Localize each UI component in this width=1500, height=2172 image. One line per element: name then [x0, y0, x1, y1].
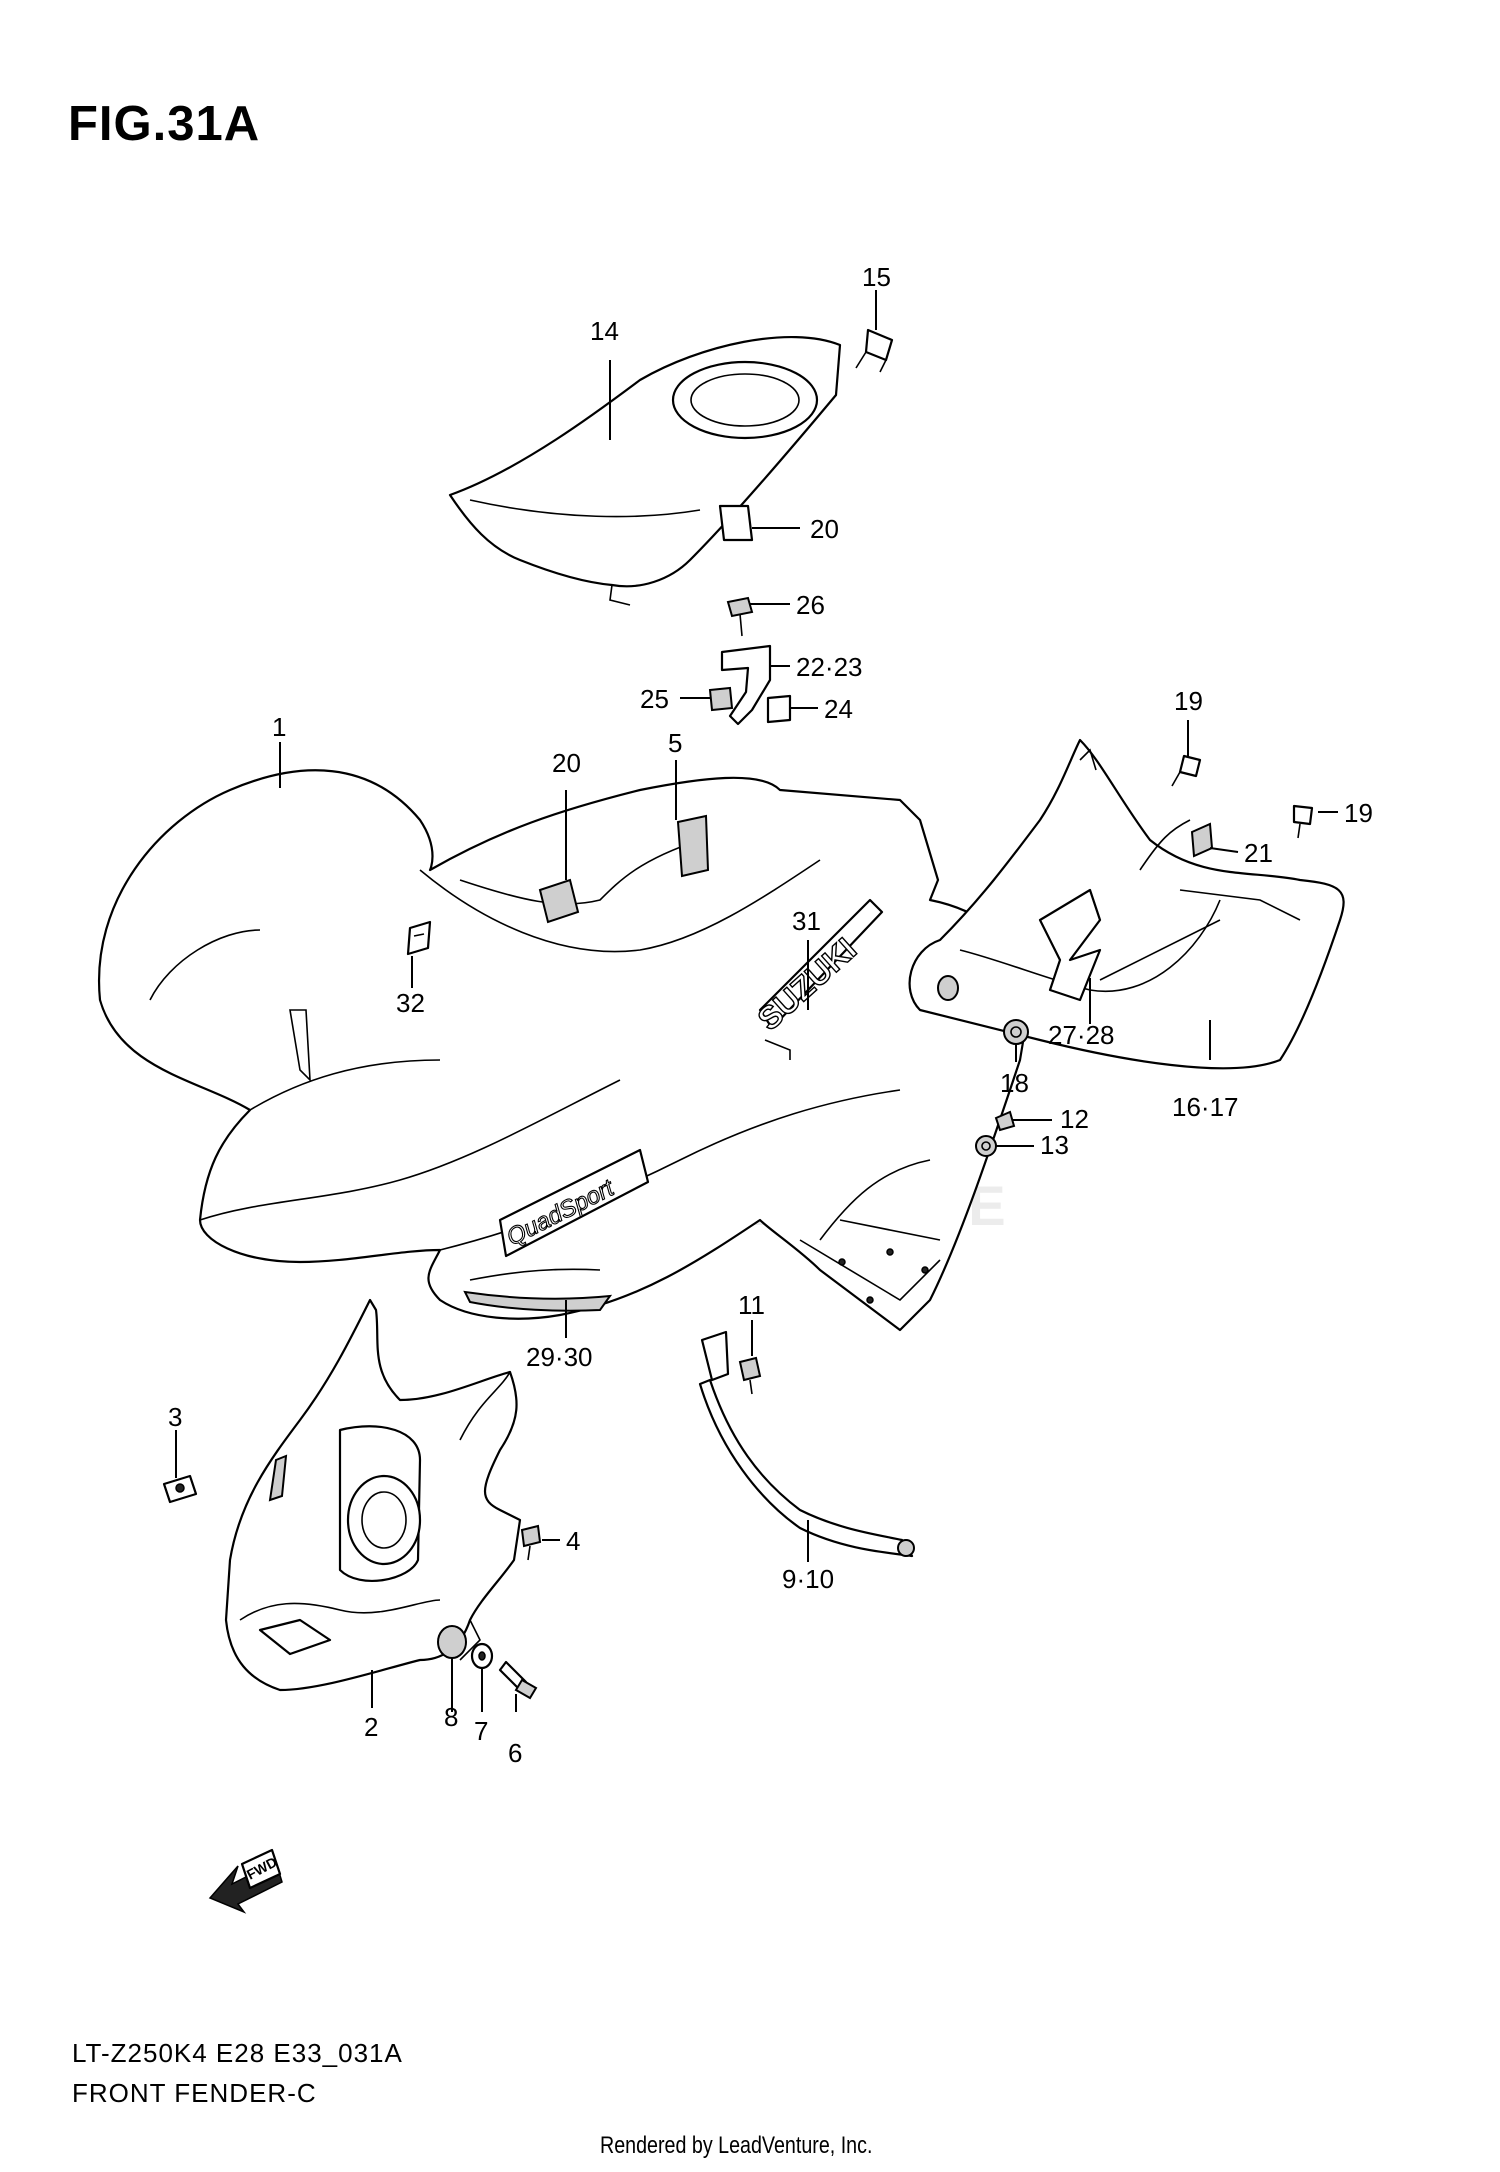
- fwd-arrow-icon: [208, 1848, 283, 1914]
- part-9-stay: [698, 1330, 915, 1558]
- callout-8: 8: [444, 1702, 458, 1732]
- part-32-clip: [406, 920, 432, 956]
- callout-22-23: 22·23: [796, 652, 863, 682]
- callout-4: 4: [566, 1526, 580, 1556]
- callout-20-top: 20: [810, 514, 839, 544]
- part-19-clips: [1171, 754, 1314, 839]
- part-15-clip: [855, 328, 894, 373]
- callout-12: 12: [1060, 1104, 1089, 1134]
- part-7-washer: [470, 1642, 494, 1670]
- figure-title: FIG.31A: [68, 97, 261, 151]
- part-3-clip-nut: [162, 1474, 198, 1504]
- callout-27-28: 27·28: [1048, 1020, 1115, 1050]
- callout-20-center: 20: [552, 748, 581, 778]
- part-14-top-cover: [448, 335, 842, 606]
- callout-7: 7: [474, 1716, 488, 1746]
- callout-6: 6: [508, 1738, 522, 1768]
- part-2-inner-fender: [224, 1298, 522, 1692]
- model-code: LT-Z250K4 E28 E33_031A: [72, 2038, 403, 2068]
- callout-19-top: 19: [1174, 686, 1203, 716]
- part-22-bracket: [708, 644, 792, 726]
- leader-lines: [175, 290, 1338, 1712]
- part-11-bolt: [738, 1356, 762, 1395]
- callout-9-10: 9·10: [782, 1564, 834, 1594]
- callout-1: 1: [272, 712, 286, 742]
- render-credit: Rendered by LeadVenture, Inc.: [600, 2132, 873, 2159]
- callout-24: 24: [824, 694, 853, 724]
- callout-29-30: 29·30: [526, 1342, 593, 1372]
- callout-11: 11: [738, 1290, 765, 1320]
- part-8-cushion: [437, 1625, 467, 1659]
- callout-14: 14: [590, 316, 619, 346]
- diagram-name: FRONT FENDER-C: [72, 2078, 317, 2108]
- part-13-nut: [975, 1135, 997, 1157]
- part-6-bolt: [498, 1660, 538, 1700]
- part-1-front-fender: [97, 769, 1032, 1332]
- callout-25: 25: [640, 684, 669, 714]
- callout-21: 21: [1244, 838, 1273, 868]
- callout-13: 13: [1040, 1130, 1069, 1160]
- callout-2: 2: [364, 1712, 378, 1742]
- part-26-bolt: [726, 596, 754, 637]
- part-18-grommet: [1003, 1019, 1029, 1045]
- callout-3: 3: [168, 1402, 182, 1432]
- callout-labels: 1 2 3 4 5 6 7 8 9·10 11 12 13 14 15 16·1…: [168, 262, 1373, 1768]
- callout-15: 15: [862, 262, 891, 292]
- part-16-side-panel: [908, 738, 1345, 1070]
- callout-16-17: 16·17: [1172, 1092, 1239, 1122]
- callout-26: 26: [796, 590, 825, 620]
- callout-18: 18: [1000, 1068, 1029, 1098]
- callout-19-right: 19: [1344, 798, 1373, 828]
- callout-32: 32: [396, 988, 425, 1018]
- callout-31: 31: [792, 906, 821, 936]
- part-4-screw: [520, 1524, 542, 1561]
- callout-5: 5: [668, 728, 682, 758]
- part-12-bolt: [994, 1110, 1016, 1132]
